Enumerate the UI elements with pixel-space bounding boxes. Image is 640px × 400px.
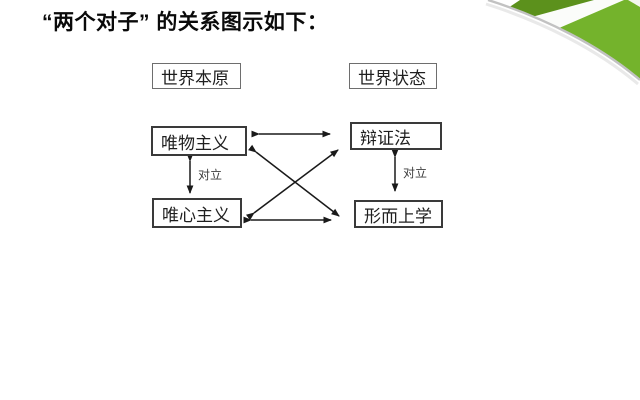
opposition-label-left: 对立: [198, 168, 223, 182]
box-world-state: 世界状态: [349, 63, 437, 89]
ribbon-white-stripe: [517, 0, 624, 38]
box-materialism: 唯物主义: [151, 126, 247, 156]
box-dialectics: 辩证法: [350, 122, 442, 150]
page-curl-shadow: [487, 0, 640, 81]
ribbon-dark-band: [505, 0, 594, 32]
page-curl-shadow-soft: [485, 2, 639, 86]
page-curl-sheet: [450, 0, 640, 150]
box-metaphysics: 形而上学: [354, 200, 443, 228]
opposition-label-right: 对立: [403, 166, 428, 180]
ribbon-corner-notch: [628, 0, 640, 7]
box-idealism: 唯心主义: [152, 198, 242, 228]
arrow-idealism-dialectics-diagonal: [245, 149, 339, 221]
ribbon-green-triangle: [520, 0, 640, 84]
arrow-materialism-metaphysics-diagonal: [247, 144, 340, 217]
slide-title: “两个对子” 的关系图示如下：: [42, 11, 329, 34]
box-world-origin: 世界本原: [152, 63, 241, 89]
